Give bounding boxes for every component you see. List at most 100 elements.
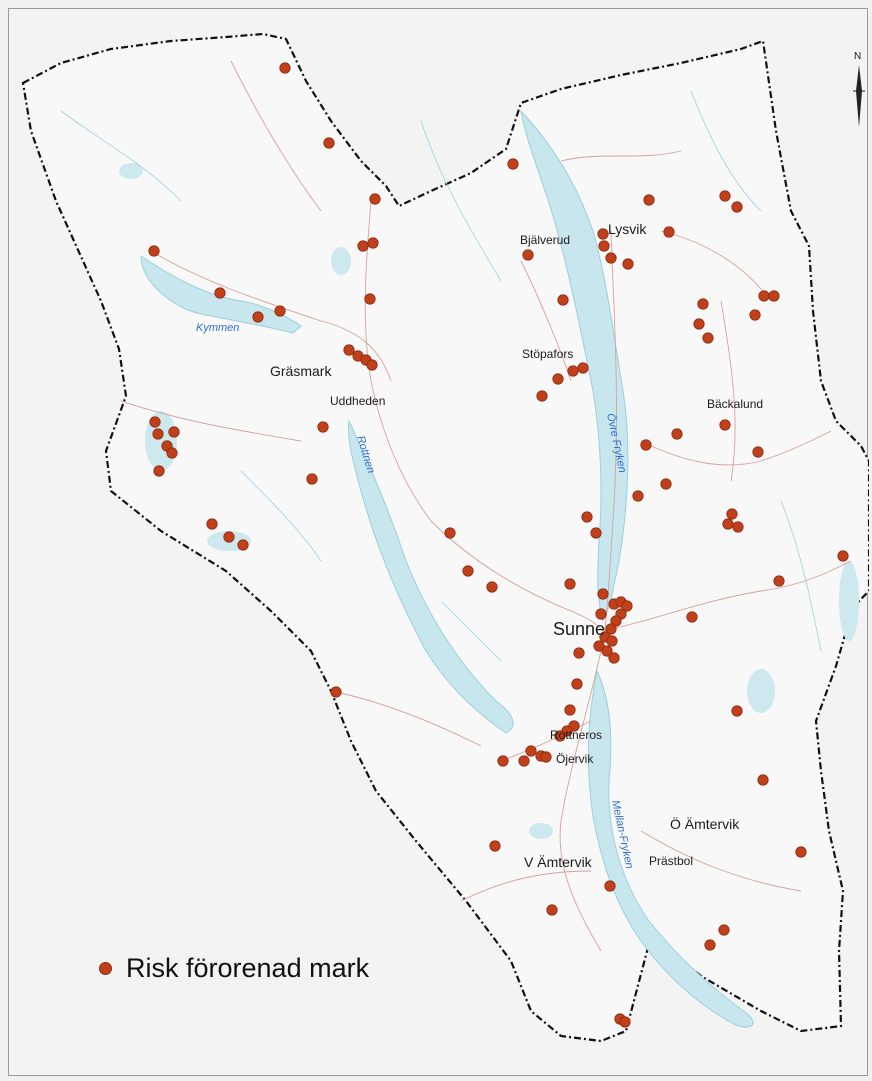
risk-marker bbox=[719, 419, 731, 431]
place-label-backalund: Bäckalund bbox=[707, 397, 763, 411]
road-network bbox=[120, 60, 852, 952]
risk-marker bbox=[148, 245, 160, 257]
risk-marker bbox=[718, 924, 730, 936]
risk-marker bbox=[601, 645, 613, 657]
risk-marker bbox=[518, 755, 530, 767]
place-label-ojervik: Öjervik bbox=[556, 752, 594, 766]
risk-marker bbox=[206, 518, 218, 530]
risk-marker bbox=[486, 581, 498, 593]
risk-marker bbox=[507, 158, 519, 170]
legend-label: Risk förorenad mark bbox=[126, 953, 370, 983]
risk-marker bbox=[279, 62, 291, 74]
risk-marker bbox=[605, 623, 617, 635]
risk-marker bbox=[168, 426, 180, 438]
risk-marker bbox=[590, 527, 602, 539]
risk-marker bbox=[497, 755, 509, 767]
risk-marker bbox=[593, 640, 605, 652]
risk-marker bbox=[622, 258, 634, 270]
lake-mellan-fryken bbox=[588, 669, 754, 1028]
risk-marker bbox=[357, 240, 369, 252]
risk-marker bbox=[366, 359, 378, 371]
stream-network bbox=[60, 90, 822, 662]
risk-marker bbox=[697, 298, 709, 310]
risk-marker bbox=[552, 373, 564, 385]
place-label-prastbol: Prästbol bbox=[649, 854, 693, 868]
place-label-lysvik: Lysvik bbox=[608, 221, 647, 237]
risk-marker bbox=[317, 421, 329, 433]
risk-marker bbox=[367, 237, 379, 249]
risk-marker bbox=[577, 362, 589, 374]
pond bbox=[747, 669, 775, 713]
place-label-stopafors: Stöpafors bbox=[522, 347, 573, 361]
risk-marker bbox=[606, 635, 618, 647]
risk-marker bbox=[571, 678, 583, 690]
risk-marker bbox=[773, 575, 785, 587]
risk-marker bbox=[608, 652, 620, 664]
lake-ovre-fryken bbox=[520, 109, 629, 623]
risk-marker bbox=[444, 527, 456, 539]
risk-marker bbox=[462, 565, 474, 577]
north-arrow-icon bbox=[856, 65, 862, 127]
risk-marker bbox=[214, 287, 226, 299]
risk-marker bbox=[619, 1016, 631, 1028]
risk-marker bbox=[660, 478, 672, 490]
risk-marker bbox=[726, 508, 738, 520]
risk-marker bbox=[604, 880, 616, 892]
pond bbox=[839, 561, 859, 641]
risk-marker bbox=[166, 447, 178, 459]
north-arrow: N bbox=[853, 51, 865, 127]
risk-marker bbox=[643, 194, 655, 206]
risk-marker bbox=[149, 416, 161, 428]
municipality-border bbox=[21, 32, 869, 1043]
risk-marker bbox=[632, 490, 644, 502]
risk-marker bbox=[522, 249, 534, 261]
risk-marker bbox=[702, 332, 714, 344]
risk-marker bbox=[610, 615, 622, 627]
risk-marker bbox=[719, 190, 731, 202]
risk-marker bbox=[525, 745, 537, 757]
risk-marker bbox=[663, 226, 675, 238]
risk-marker bbox=[671, 428, 683, 440]
risk-marker bbox=[564, 704, 576, 716]
risk-marker bbox=[364, 293, 376, 305]
risk-marker bbox=[597, 588, 609, 600]
place-label-o-amtervik: Ö Ämtervik bbox=[670, 815, 740, 832]
risk-marker bbox=[369, 193, 381, 205]
risk-marker bbox=[306, 473, 318, 485]
risk-marker bbox=[223, 531, 235, 543]
risk-marker bbox=[252, 311, 264, 323]
risk-marker bbox=[758, 290, 770, 302]
legend-marker-icon bbox=[99, 962, 112, 975]
place-label-grasmark: Gräsmark bbox=[270, 363, 332, 379]
map-legend: Risk förorenad mark bbox=[99, 953, 369, 984]
risk-marker bbox=[749, 309, 761, 321]
lake-rottnen bbox=[348, 419, 514, 734]
risk-marker bbox=[274, 305, 286, 317]
map-canvas: Lysvik Bjälverud Stöpafors Gräsmark Uddh… bbox=[21, 32, 869, 1043]
place-label-uddheden: Uddheden bbox=[330, 394, 385, 408]
risk-marker bbox=[605, 252, 617, 264]
risk-marker bbox=[152, 428, 164, 440]
risk-marker bbox=[554, 730, 566, 742]
risk-marker bbox=[153, 465, 165, 477]
place-label-rottneros: Rottneros bbox=[550, 728, 602, 742]
risk-marker bbox=[722, 518, 734, 530]
risk-marker bbox=[546, 904, 558, 916]
risk-marker bbox=[731, 705, 743, 717]
lake-label-kymmen: Kymmen bbox=[196, 322, 239, 334]
place-label-sunne: Sunne bbox=[553, 619, 605, 639]
pond bbox=[529, 823, 553, 839]
risk-marker bbox=[323, 137, 335, 149]
risk-marker bbox=[598, 240, 610, 252]
risk-marker bbox=[343, 344, 355, 356]
risk-marker bbox=[693, 318, 705, 330]
risk-marker bbox=[752, 446, 764, 458]
risk-marker bbox=[768, 290, 780, 302]
place-label-bjalverud: Bjälverud bbox=[520, 233, 570, 247]
risk-marker bbox=[621, 600, 633, 612]
north-arrow-label: N bbox=[854, 51, 861, 62]
pond bbox=[331, 247, 351, 275]
risk-marker bbox=[573, 647, 585, 659]
risk-marker bbox=[567, 365, 579, 377]
risk-marker bbox=[732, 521, 744, 533]
